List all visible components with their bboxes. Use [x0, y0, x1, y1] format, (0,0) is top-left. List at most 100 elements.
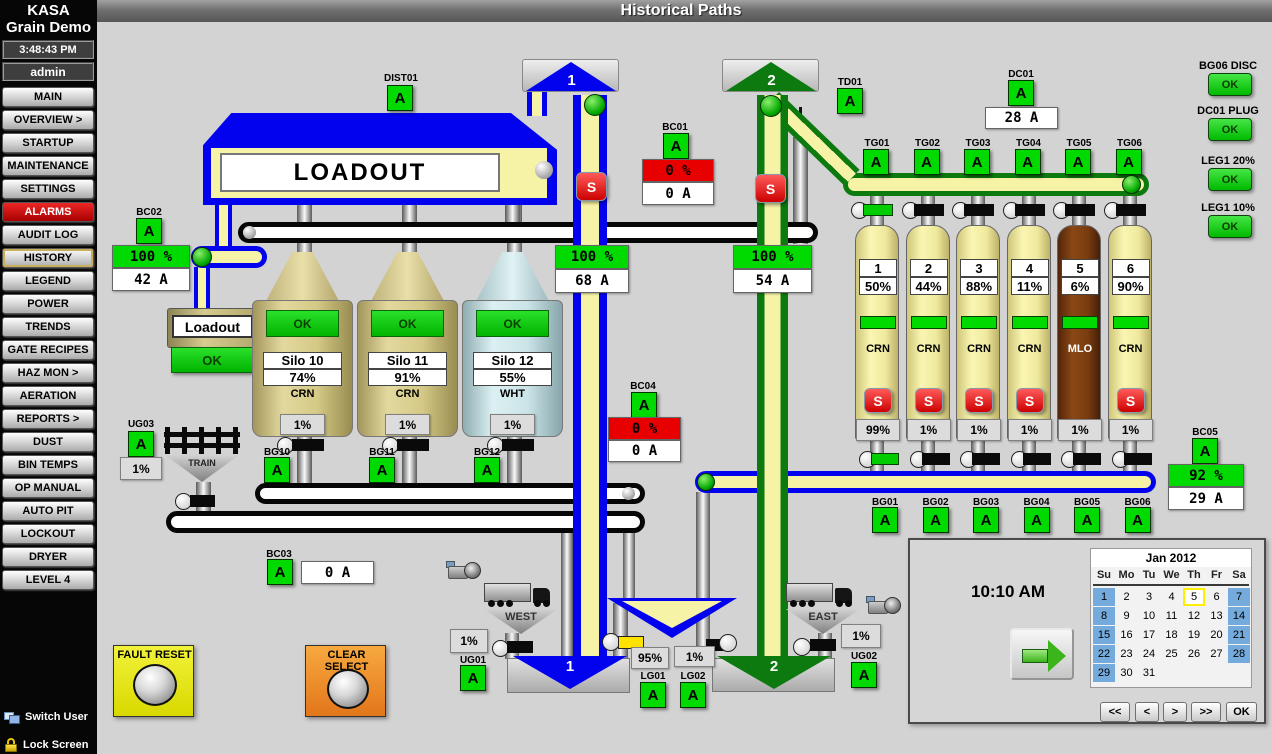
gate-valve[interactable] [863, 204, 893, 216]
loadout-spout-status[interactable]: OK [171, 347, 253, 373]
bc01-state-badge[interactable]: A [663, 133, 689, 159]
sidebar-item-op-manual[interactable]: OP MANUAL [2, 478, 94, 498]
date-cell-26[interactable]: 26 [1187, 648, 1201, 660]
date-cell-23[interactable]: 23 [1120, 648, 1133, 660]
date-cell-24[interactable]: 24 [1142, 648, 1156, 660]
date-cell-22[interactable]: 22 [1093, 645, 1115, 663]
date-cell-15[interactable]: 15 [1093, 626, 1115, 644]
date-cell-14[interactable]: 14 [1228, 607, 1250, 625]
switch-user-button[interactable]: Switch User [4, 709, 96, 725]
lg02-state-badge[interactable]: A [680, 682, 706, 708]
date-cell-4[interactable]: 4 [1168, 591, 1175, 603]
date-cell-21[interactable]: 21 [1228, 626, 1250, 644]
gate-valve[interactable] [292, 439, 324, 451]
go-button[interactable] [1010, 628, 1074, 680]
clear-select-button[interactable]: CLEAR SELECT [305, 645, 386, 717]
sidebar-item-level-4[interactable]: LEVEL 4 [2, 570, 94, 590]
gate-valve[interactable] [913, 204, 944, 216]
gate-valve[interactable] [1123, 453, 1152, 465]
tg-state-badge[interactable]: A [913, 149, 940, 175]
date-cell-12[interactable]: 12 [1187, 610, 1201, 622]
sidebar-item-settings[interactable]: SETTINGS [2, 179, 94, 199]
bin-stop-badge[interactable]: S [914, 388, 943, 413]
gate-valve[interactable] [1073, 453, 1101, 465]
silo-gate-state-badge[interactable]: A [369, 457, 395, 483]
silo-status-button[interactable]: OK [371, 310, 444, 337]
bin-stop-badge[interactable]: S [1116, 388, 1145, 413]
fault-reset-button[interactable]: FAULT RESET [113, 645, 194, 717]
bin-stop-badge[interactable]: S [1015, 388, 1044, 413]
bc03-state-badge[interactable]: A [267, 559, 293, 585]
camera-icon[interactable] [446, 557, 482, 583]
valve-handle[interactable] [793, 638, 811, 656]
gate-valve[interactable] [921, 453, 950, 465]
date-cell-13[interactable]: 13 [1210, 610, 1223, 622]
date-cell-27[interactable]: 27 [1210, 648, 1223, 660]
bc02-state-badge[interactable]: A [136, 218, 162, 244]
calendar-nav-ok[interactable]: OK [1226, 702, 1257, 722]
sidebar-item-maintenance[interactable]: MAINTENANCE [2, 156, 94, 176]
sidebar-item-history[interactable]: HISTORY [2, 248, 94, 268]
bg-state-badge[interactable]: A [1124, 507, 1151, 533]
sidebar-item-audit-log[interactable]: AUDIT LOG [2, 225, 94, 245]
sidebar-item-haz-mon[interactable]: HAZ MON > [2, 363, 94, 383]
sidebar-item-power[interactable]: POWER [2, 294, 94, 314]
loadout-spout-label[interactable]: Loadout [172, 315, 253, 338]
date-cell-1[interactable]: 1 [1093, 588, 1115, 606]
gate-valve[interactable] [1115, 204, 1146, 216]
calendar-nav-prev[interactable]: < [1135, 702, 1159, 722]
gate-valve[interactable] [871, 453, 899, 465]
dc01-state-badge[interactable]: A [1008, 80, 1034, 106]
bin-stop-badge[interactable]: S [864, 388, 892, 413]
sidebar-item-legend[interactable]: LEGEND [2, 271, 94, 291]
td01-state-badge[interactable]: A [837, 88, 863, 114]
status-ok-button[interactable]: OK [1208, 73, 1252, 96]
sidebar-item-gate-recipes[interactable]: GATE RECIPES [2, 340, 94, 360]
bc05-state-badge[interactable]: A [1192, 438, 1218, 464]
date-cell-11[interactable]: 11 [1165, 610, 1178, 622]
date-cell-19[interactable]: 19 [1187, 629, 1201, 641]
date-cell-7[interactable]: 7 [1228, 588, 1250, 606]
ug01-state-badge[interactable]: A [460, 665, 486, 691]
tg-state-badge[interactable]: A [863, 149, 889, 175]
valve-handle[interactable] [719, 634, 737, 652]
date-cell-18[interactable]: 18 [1165, 629, 1178, 641]
sidebar-item-aeration[interactable]: AERATION [2, 386, 94, 406]
elevator2-stop-badge[interactable]: S [755, 174, 786, 203]
gate-valve[interactable] [1022, 453, 1051, 465]
bc04-state-badge[interactable]: A [631, 392, 657, 418]
camera-icon[interactable] [866, 592, 902, 618]
gate-valve[interactable] [972, 453, 1000, 465]
calendar-nav-prev-year[interactable]: << [1100, 702, 1130, 722]
gate-valve[interactable] [1065, 204, 1095, 216]
sidebar-item-trends[interactable]: TRENDS [2, 317, 94, 337]
date-cell-25[interactable]: 25 [1165, 648, 1178, 660]
bg-state-badge[interactable]: A [922, 507, 949, 533]
sidebar-item-auto-pit[interactable]: AUTO PIT [2, 501, 94, 521]
sidebar-item-bin-temps[interactable]: BIN TEMPS [2, 455, 94, 475]
date-cell-31[interactable]: 31 [1142, 667, 1156, 679]
sidebar-item-lockout[interactable]: LOCKOUT [2, 524, 94, 544]
lg01-state-badge[interactable]: A [640, 682, 666, 708]
elevator1-stop-badge[interactable]: S [576, 172, 607, 201]
date-cell-29[interactable]: 29 [1093, 664, 1115, 682]
bg-state-badge[interactable]: A [1074, 507, 1100, 533]
ug03-state-badge[interactable]: A [128, 431, 154, 457]
gate-valve[interactable] [190, 495, 215, 507]
sidebar-item-main[interactable]: MAIN [2, 87, 94, 107]
date-cell-2[interactable]: 2 [1123, 591, 1130, 603]
gate-valve[interactable] [810, 639, 836, 651]
silo-gate-state-badge[interactable]: A [474, 457, 500, 483]
date-cell-16[interactable]: 16 [1120, 629, 1133, 641]
tg-state-badge[interactable]: A [964, 149, 990, 175]
sidebar-item-dust[interactable]: DUST [2, 432, 94, 452]
sidebar-item-overview[interactable]: OVERVIEW > [2, 110, 94, 130]
bg-state-badge[interactable]: A [872, 507, 898, 533]
date-cell-3[interactable]: 3 [1145, 591, 1153, 603]
silo-status-button[interactable]: OK [266, 310, 339, 337]
calendar-nav-next[interactable]: > [1163, 702, 1187, 722]
date-cell-9[interactable]: 9 [1123, 610, 1130, 622]
silo-status-button[interactable]: OK [476, 310, 549, 337]
tg-state-badge[interactable]: A [1014, 149, 1041, 175]
date-cell-10[interactable]: 10 [1142, 610, 1156, 622]
